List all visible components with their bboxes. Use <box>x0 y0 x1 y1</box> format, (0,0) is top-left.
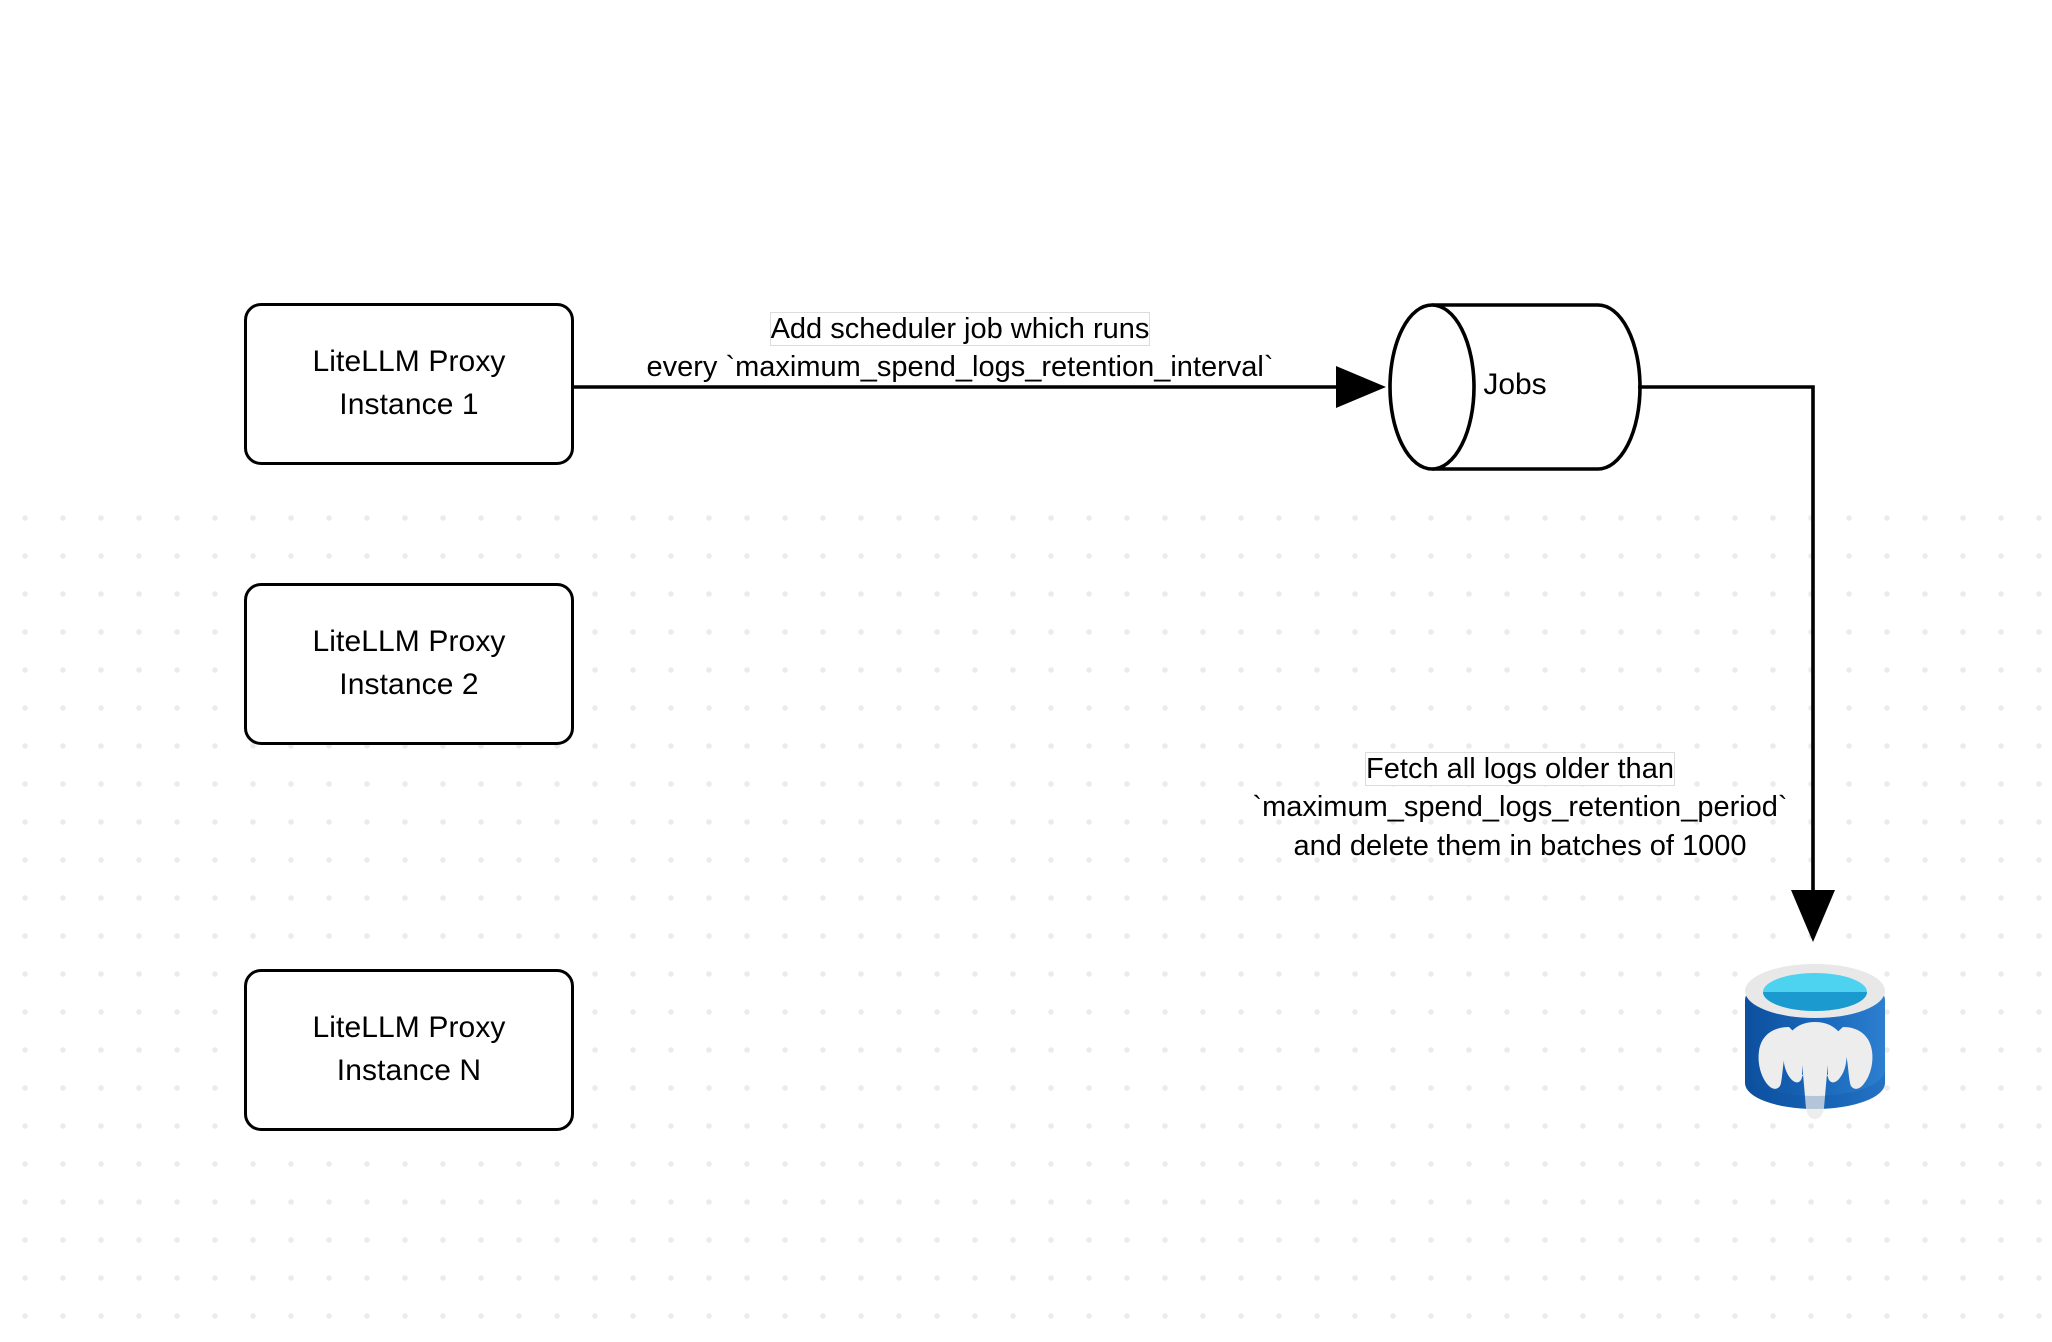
node-proxy-n-line1: LiteLLM Proxy <box>312 1011 506 1045</box>
jobs-cylinder-shape <box>1388 303 1642 471</box>
edge-label-cleanup-line3: and delete them in batches of 1000 <box>1293 829 1747 862</box>
node-litellm-proxy-instance-1[interactable]: LiteLLM Proxy Instance 1 <box>244 303 574 465</box>
edge-label-cleanup: Fetch all logs older than `maximum_spend… <box>1240 750 1800 865</box>
postgresql-database-icon <box>1745 964 1885 1119</box>
arrowhead-to-jobs <box>1336 366 1386 408</box>
node-proxy-2-line2: Instance 2 <box>339 668 479 701</box>
node-proxy-1-line2: Instance 1 <box>339 388 479 421</box>
node-proxy-2-line1: LiteLLM Proxy <box>312 625 506 659</box>
edge-proxy1-to-jobs <box>574 366 1386 408</box>
node-proxy-1-line1: LiteLLM Proxy <box>312 345 506 379</box>
edge-label-scheduler-line2: every `maximum_spend_logs_retention_inte… <box>646 351 1274 384</box>
node-litellm-proxy-instance-2[interactable]: LiteLLM Proxy Instance 2 <box>244 583 574 745</box>
node-proxy-n-line2: Instance N <box>336 1054 482 1087</box>
jobs-store-label: Jobs <box>1483 368 1547 401</box>
edge-jobs-to-database <box>1638 385 1835 942</box>
edge-label-scheduler: Add scheduler job which runs every `maxi… <box>610 310 1310 387</box>
node-litellm-proxy-instance-n[interactable]: LiteLLM Proxy Instance N <box>244 969 574 1131</box>
edge-label-scheduler-line1: Add scheduler job which runs <box>770 313 1150 345</box>
edge-label-cleanup-line2: `maximum_spend_logs_retention_period` <box>1252 791 1788 824</box>
arrowhead-to-database <box>1791 890 1835 942</box>
edge-label-cleanup-line1: Fetch all logs older than <box>1366 753 1674 785</box>
elephant-glyph <box>1758 1022 1873 1119</box>
